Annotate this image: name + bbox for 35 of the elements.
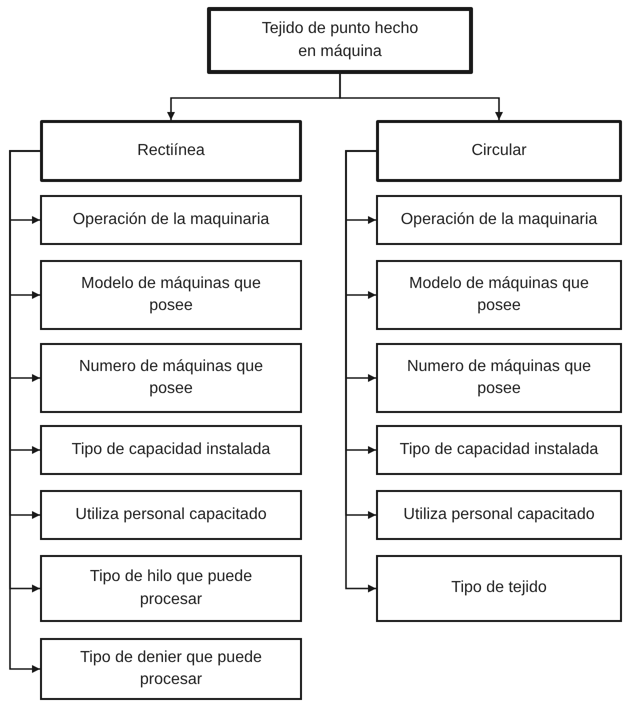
category-box (40, 195, 302, 245)
category-box (376, 343, 622, 413)
category-box (40, 260, 302, 330)
category-box (376, 120, 622, 182)
box-label: Tipo de denier que puede procesar (79, 648, 263, 690)
connector-arrow (9, 150, 40, 673)
box-label: Modelo de máquinas que posee (80, 274, 262, 316)
category-box (40, 120, 302, 182)
category-box (376, 425, 622, 475)
category-box (376, 555, 622, 622)
connector-arrow (345, 150, 376, 592)
connector-arrow (339, 74, 503, 120)
box-label: Utiliza personal capacitado (403, 504, 595, 525)
category-box (40, 555, 302, 622)
category-box (376, 195, 622, 245)
box-label: Operación de la maquinaria (400, 210, 598, 230)
category-box (207, 7, 473, 74)
box-label: Operación de la maquinaria (72, 210, 270, 230)
category-box (40, 638, 302, 700)
box-label: Tipo de capacidad instalada (72, 440, 270, 460)
category-box (376, 260, 622, 330)
box-label: Numero de máquinas que posee (78, 356, 264, 399)
box-label: Tipo de tejido (451, 578, 547, 598)
box-label: Utiliza personal capacitado (75, 504, 267, 525)
category-box (40, 343, 302, 413)
box-label: Circular (471, 140, 527, 161)
box-label: Numero de máquinas que posee (406, 356, 592, 399)
box-label: Tipo de capacidad instalada (400, 440, 598, 460)
box-label: Rectiínea (137, 140, 205, 161)
category-box (40, 490, 302, 540)
category-box (40, 425, 302, 475)
box-label: Tejido de punto hecho en máquina (260, 19, 420, 62)
category-box (376, 490, 622, 540)
box-label: Tipo de hilo que puede procesar (88, 567, 254, 610)
box-label: Modelo de máquinas que posee (408, 274, 590, 316)
